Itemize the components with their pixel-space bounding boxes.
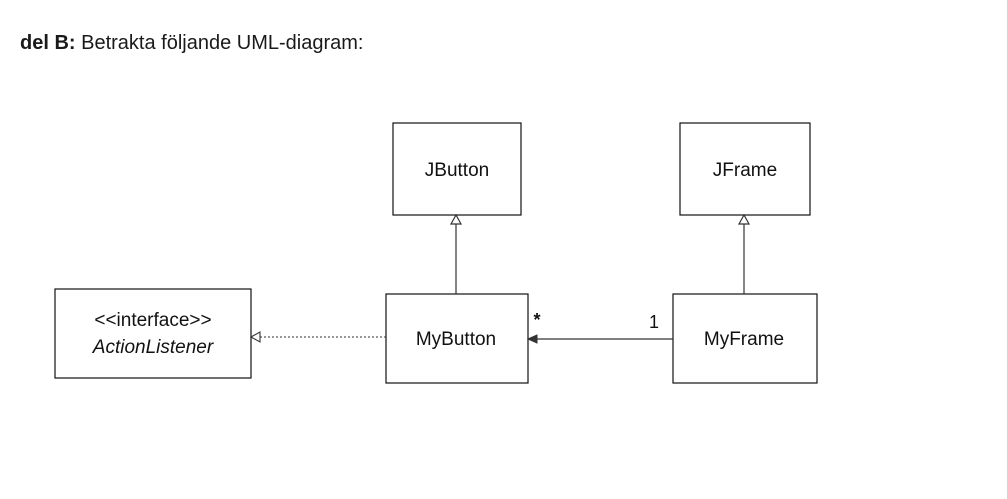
heading-text: Betrakta följande UML-diagram: xyxy=(81,32,364,54)
class-jbutton-box xyxy=(392,122,522,216)
association-arrowhead xyxy=(526,334,538,344)
class-mybutton-box xyxy=(385,293,529,384)
interface-stereotype: <<interface>> xyxy=(94,310,211,331)
class-myframe-box xyxy=(672,293,818,384)
class-jframe-name: JFrame xyxy=(713,160,777,181)
generalization-myframe-jframe xyxy=(737,213,751,294)
class-myframe: MyFrame xyxy=(672,293,818,384)
class-mybutton-name: MyButton xyxy=(416,329,496,350)
multiplicity-many: * xyxy=(533,310,540,330)
class-jbutton: JButton xyxy=(392,122,522,216)
multiplicity-one: 1 xyxy=(649,312,659,332)
page-heading: del B: Betrakta följande UML-diagram: xyxy=(20,31,363,55)
generalization-mybutton-jbutton xyxy=(449,213,463,294)
realization-arrowhead xyxy=(249,331,261,343)
interface-action-listener: <<interface>> ActionListener xyxy=(54,288,252,379)
heading-prefix: del B: xyxy=(20,32,76,54)
association-myframe-mybutton: * 1 xyxy=(526,310,673,344)
class-jbutton-name: JButton xyxy=(425,160,489,181)
class-myframe-name: MyFrame xyxy=(704,329,784,350)
class-mybutton: MyButton xyxy=(385,293,529,384)
interface-action-listener-box xyxy=(54,288,252,379)
class-jframe: JFrame xyxy=(679,122,811,216)
realization-mybutton-actionlistener xyxy=(249,331,386,343)
generalization-arrowhead xyxy=(737,213,751,225)
interface-action-listener-name: ActionListener xyxy=(92,337,214,358)
generalization-arrowhead xyxy=(449,213,463,225)
class-jframe-box xyxy=(679,122,811,216)
